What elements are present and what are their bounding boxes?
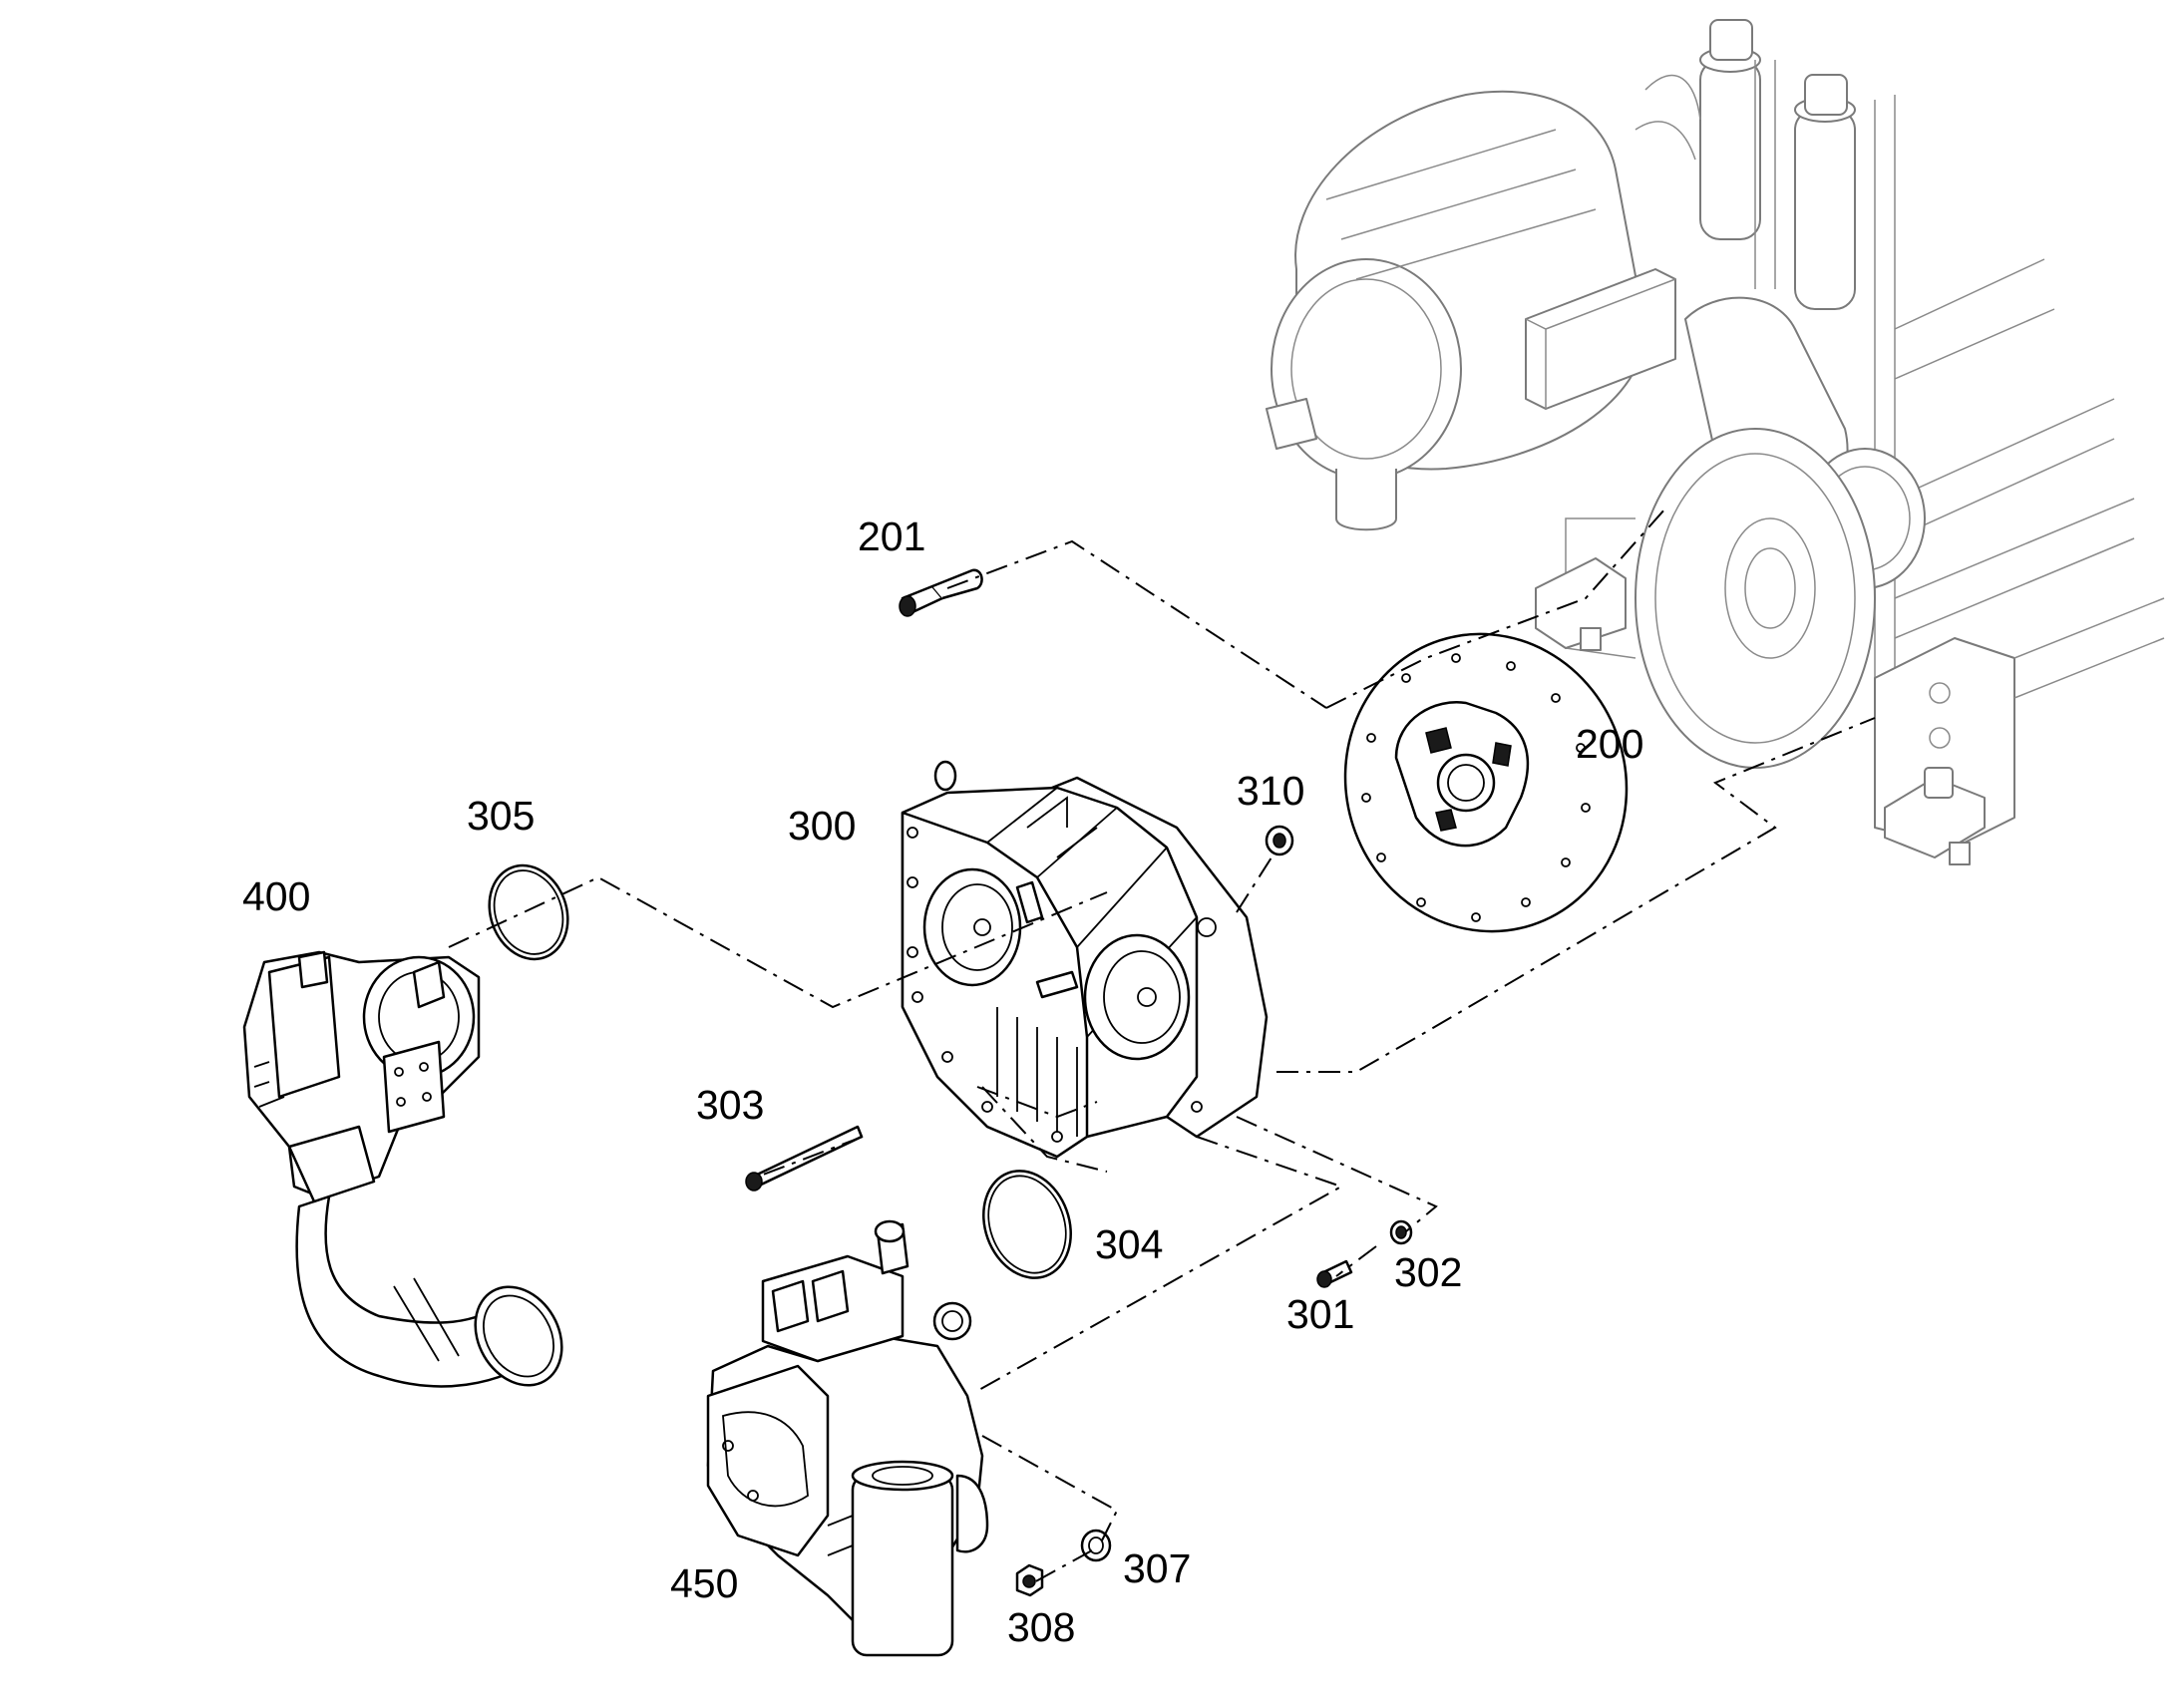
callout-200: 200 [1576, 721, 1643, 767]
leader-lines [448, 508, 1876, 1584]
part-302-washer [1389, 1219, 1413, 1245]
part-310-plug [1265, 825, 1294, 856]
part-305-o-ring [488, 863, 569, 961]
callout-450: 450 [670, 1560, 738, 1606]
part-304-o-ring [982, 1170, 1072, 1279]
callout-310: 310 [1237, 768, 1304, 814]
part-200-flex-plate [1343, 632, 1629, 933]
callout-400: 400 [242, 873, 310, 919]
part-400-pump [242, 950, 563, 1388]
callout-307: 307 [1123, 1545, 1191, 1591]
callout-304: 304 [1095, 1221, 1163, 1267]
part-450-pump [706, 1219, 989, 1657]
callout-201: 201 [858, 513, 925, 559]
callout-302: 302 [1394, 1249, 1462, 1295]
callout-300: 300 [788, 803, 856, 849]
callout-301: 301 [1286, 1291, 1354, 1337]
callout-308: 308 [1007, 1604, 1075, 1650]
callout-labels: 200 201 300 301 302 303 304 305 307 308 … [242, 513, 1643, 1650]
part-201-bolt [899, 568, 983, 617]
part-301-bolt [1316, 1259, 1353, 1288]
callout-305: 305 [467, 793, 535, 839]
part-308-nut [1015, 1563, 1044, 1597]
engine-assembly [1266, 19, 2165, 865]
callout-303: 303 [696, 1082, 764, 1128]
part-300-pump-drive [901, 760, 1269, 1159]
